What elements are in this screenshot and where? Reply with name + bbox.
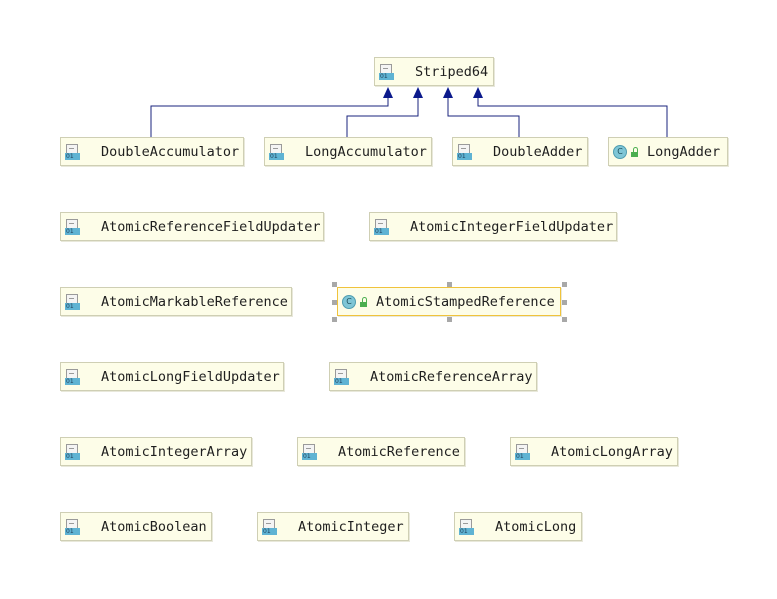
class-node-double-adder[interactable]: 01 DoubleAdder: [452, 137, 588, 166]
class-node-atomic-boolean[interactable]: 01 AtomicBoolean: [60, 512, 212, 541]
class-icon: C: [342, 294, 356, 309]
public-access-icon: [359, 296, 369, 307]
class-node-double-accumulator[interactable]: 01 DoubleAccumulator: [60, 137, 244, 166]
binary-badge: 01: [457, 152, 472, 160]
binary-class-icon: 01: [65, 518, 81, 535]
binary-class-icon: 01: [515, 443, 531, 460]
binary-badge: 01: [65, 302, 80, 310]
binary-class-icon: 01: [262, 518, 278, 535]
binary-class-icon: 01: [65, 218, 81, 235]
binary-badge: 01: [459, 527, 474, 535]
class-node-label: AtomicBoolean: [101, 518, 207, 535]
class-node-atomic-markable-reference[interactable]: 01 AtomicMarkableReference: [60, 287, 292, 316]
binary-class-icon: 01: [379, 63, 395, 80]
binary-badge: 01: [65, 152, 80, 160]
class-node-label: AtomicIntegerFieldUpdater: [410, 218, 614, 235]
class-node-label: DoubleAccumulator: [101, 143, 240, 160]
selection-handle[interactable]: [562, 299, 567, 305]
class-node-striped64[interactable]: 01 Striped64: [374, 57, 494, 86]
class-node-label: AtomicReferenceArray: [370, 368, 533, 385]
class-node-label: AtomicMarkableReference: [101, 293, 288, 310]
binary-badge: 01: [65, 227, 80, 235]
class-node-label: Striped64: [415, 63, 489, 80]
inheritance-line: [150, 97, 389, 137]
selection-handle[interactable]: [447, 282, 452, 287]
class-node-label: AtomicStampedReference: [376, 293, 555, 310]
binary-badge: 01: [302, 452, 317, 460]
binary-class-icon: 01: [65, 293, 81, 310]
binary-class-icon: 01: [459, 518, 475, 535]
class-node-label: AtomicLongArray: [551, 443, 673, 460]
class-node-label: LongAccumulator: [305, 143, 427, 160]
class-node-atomic-long[interactable]: 01 AtomicLong: [454, 512, 582, 541]
selection-handle[interactable]: [332, 282, 337, 287]
binary-badge: 01: [65, 377, 80, 385]
inheritance-arrowhead: [413, 87, 423, 98]
class-node-atomic-reference-field-updater[interactable]: 01 AtomicReferenceFieldUpdater: [60, 212, 324, 241]
binary-badge: 01: [374, 227, 389, 235]
binary-class-icon: 01: [334, 368, 350, 385]
inheritance-line: [346, 97, 419, 137]
class-node-label: AtomicInteger: [298, 518, 404, 535]
binary-badge: 01: [65, 452, 80, 460]
binary-badge: 01: [262, 527, 277, 535]
binary-class-icon: 01: [65, 368, 81, 385]
selection-handle[interactable]: [332, 299, 337, 305]
selection-handle[interactable]: [332, 317, 337, 322]
selection-handle[interactable]: [562, 282, 567, 287]
binary-class-icon: 01: [65, 143, 81, 160]
inheritance-arrowhead: [443, 87, 453, 98]
class-node-label: LongAdder: [647, 143, 721, 160]
binary-class-icon: 01: [302, 443, 318, 460]
binary-class-icon: 01: [269, 143, 285, 160]
class-node-label: AtomicReference: [338, 443, 460, 460]
class-node-label: AtomicReferenceFieldUpdater: [101, 218, 321, 235]
class-node-atomic-integer[interactable]: 01 AtomicInteger: [257, 512, 409, 541]
binary-class-icon: 01: [374, 218, 390, 235]
class-node-atomic-integer-array[interactable]: 01 AtomicIntegerArray: [60, 437, 252, 466]
selection-handle[interactable]: [562, 317, 567, 322]
inheritance-arrowhead: [383, 87, 393, 98]
binary-badge: 01: [379, 72, 394, 80]
class-node-atomic-stamped-reference[interactable]: C AtomicStampedReference: [337, 287, 561, 316]
class-node-label: AtomicLongFieldUpdater: [101, 368, 280, 385]
binary-badge: 01: [269, 152, 284, 160]
class-node-label: AtomicIntegerArray: [101, 443, 248, 460]
class-node-atomic-reference[interactable]: 01 AtomicReference: [297, 437, 465, 466]
binary-badge: 01: [65, 527, 80, 535]
class-node-label: DoubleAdder: [493, 143, 583, 160]
inheritance-line: [477, 97, 668, 137]
binary-badge: 01: [515, 452, 530, 460]
binary-class-icon: 01: [457, 143, 473, 160]
selection-handle[interactable]: [447, 317, 452, 322]
class-node-long-adder[interactable]: C LongAdder: [608, 137, 728, 166]
binary-badge: 01: [334, 377, 349, 385]
class-node-atomic-long-field-updater[interactable]: 01 AtomicLongFieldUpdater: [60, 362, 284, 391]
class-icon: C: [613, 144, 627, 159]
inheritance-line: [447, 97, 520, 137]
class-node-atomic-reference-array[interactable]: 01 AtomicReferenceArray: [329, 362, 537, 391]
class-node-atomic-integer-field-updater[interactable]: 01 AtomicIntegerFieldUpdater: [369, 212, 617, 241]
class-node-label: AtomicLong: [495, 518, 577, 535]
class-node-long-accumulator[interactable]: 01 LongAccumulator: [264, 137, 432, 166]
binary-class-icon: 01: [65, 443, 81, 460]
inheritance-arrowhead: [473, 87, 483, 98]
public-access-icon: [630, 146, 640, 157]
class-node-atomic-long-array[interactable]: 01 AtomicLongArray: [510, 437, 678, 466]
